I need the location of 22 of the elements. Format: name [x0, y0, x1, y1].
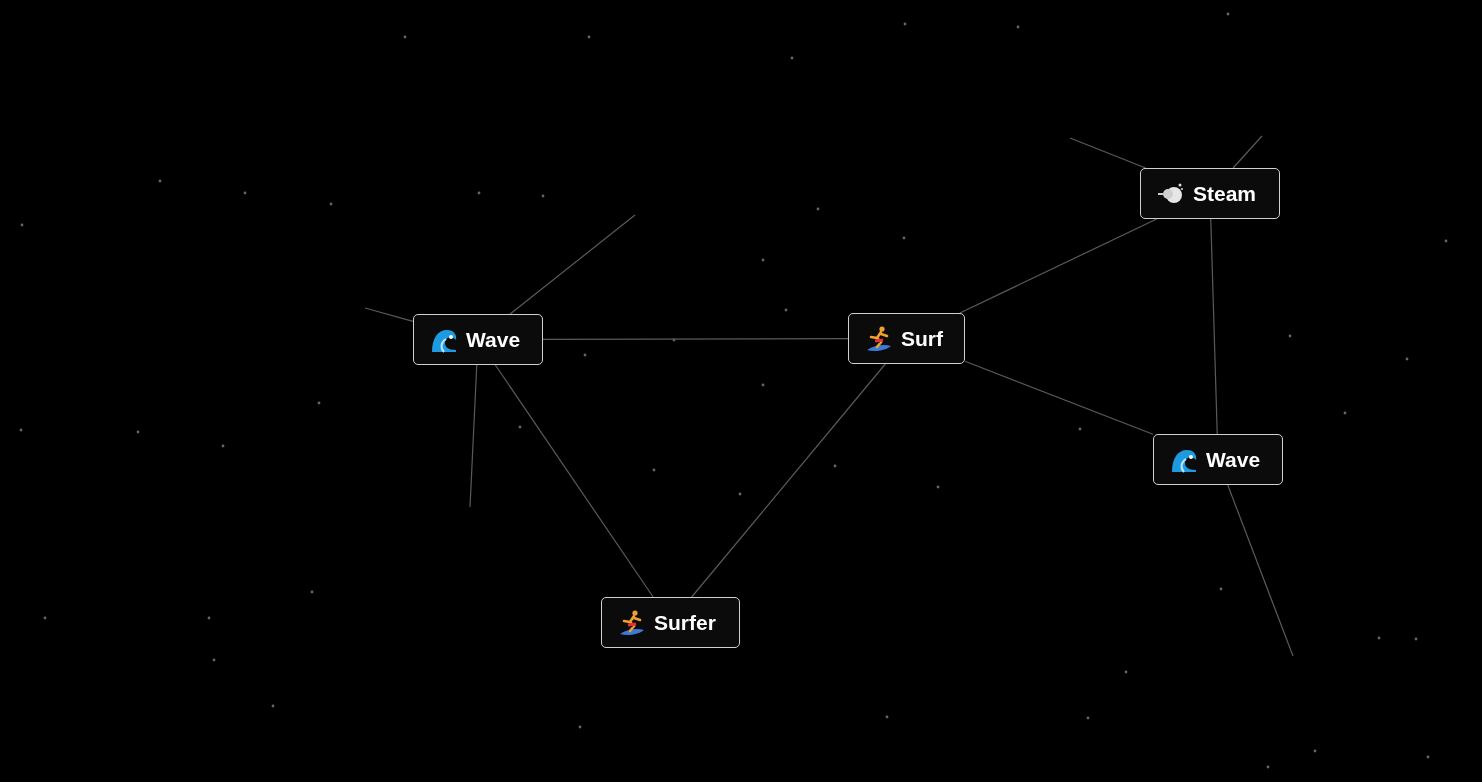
element-name: Wave	[1206, 447, 1261, 472]
element-card	[1153, 434, 1283, 485]
connector-line	[1210, 218, 1218, 435]
element-card	[413, 314, 543, 365]
element-name: Wave	[466, 327, 521, 352]
connector-line	[1232, 135, 1263, 169]
connector-line	[364, 307, 414, 322]
connector-line	[542, 338, 849, 340]
element-card	[848, 313, 965, 364]
connector-line	[509, 214, 636, 315]
connector-line	[494, 364, 654, 598]
connector-line	[691, 363, 886, 598]
element-card	[601, 597, 740, 648]
element-name: Surf	[901, 326, 943, 351]
connector-line	[964, 360, 1154, 435]
element-name: Surfer	[654, 610, 716, 635]
connector-line	[469, 364, 478, 508]
element-card	[1140, 168, 1280, 219]
connector-line	[1227, 484, 1294, 657]
connector-line	[959, 218, 1158, 314]
element-name: Steam	[1193, 181, 1257, 206]
connector-line	[1069, 137, 1147, 169]
